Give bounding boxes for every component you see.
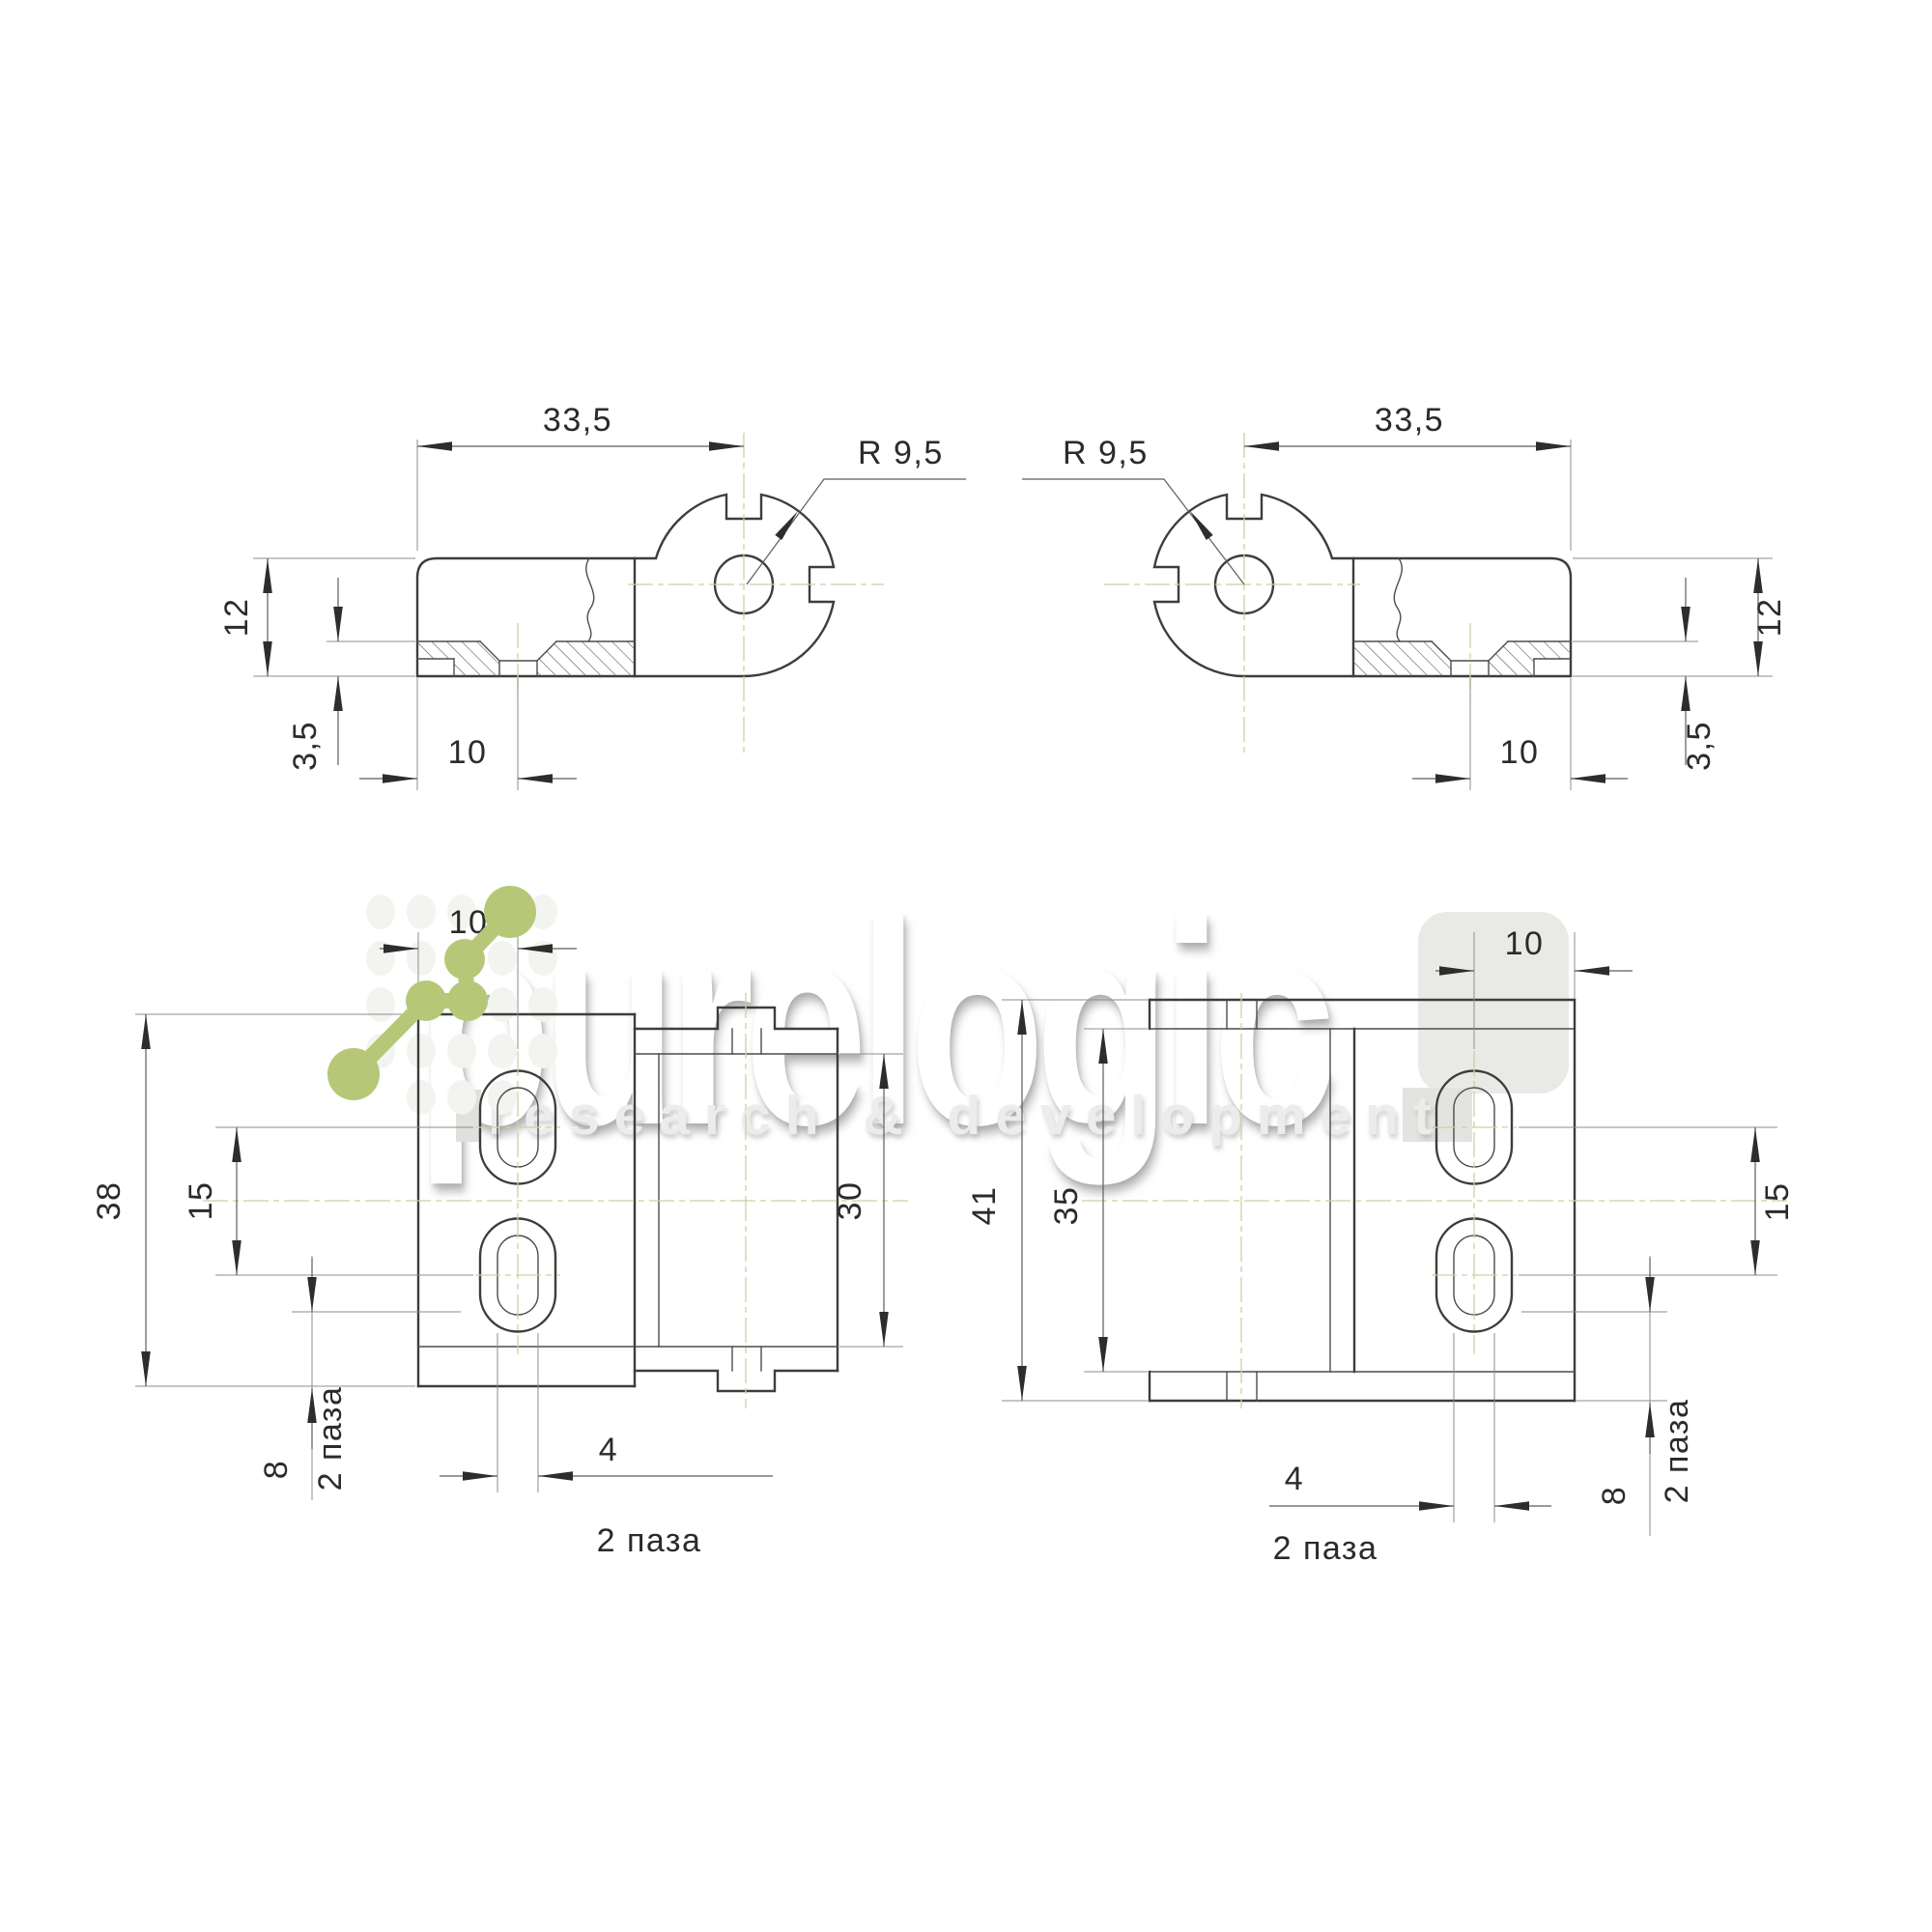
dim-body-width: 33,5 xyxy=(1375,402,1444,439)
dim-slot-pitch: 15 xyxy=(1759,1182,1796,1222)
logo-dot-grid xyxy=(366,895,557,1115)
dim-flange-height: 8 xyxy=(1596,1486,1633,1505)
dim-slot-width: 4 xyxy=(1285,1461,1304,1497)
dim-disc-radius: R 9,5 xyxy=(1063,435,1149,471)
dim-inner-height: 30 xyxy=(832,1181,868,1221)
dim-body-height: 12 xyxy=(218,598,255,638)
dim-counterbore-offset: 10 xyxy=(448,734,488,771)
dim-body-height: 12 xyxy=(1751,598,1788,638)
dim-slot-center-offset: 10 xyxy=(1505,925,1545,962)
dim-outer-height: 38 xyxy=(91,1181,128,1221)
dim-flange-thickness: 3,5 xyxy=(1681,721,1718,771)
dim-counterbore-offset: 10 xyxy=(1500,734,1540,771)
dim-body-width: 33,5 xyxy=(543,402,612,439)
view-bottom-right-front: 10 41 35 15 8 2 паза 4 2 паза xyxy=(966,925,1796,1567)
dim-disc-radius: R 9,5 xyxy=(858,435,944,471)
view-top-right-side: 33,5 12 3,5 10 R 9,5 xyxy=(1022,402,1788,790)
dim-slot-width: 4 xyxy=(599,1432,618,1468)
dim-inner-height: 35 xyxy=(1048,1186,1085,1226)
view-bottom-left-front: 10 38 15 30 8 2 паза 4 2 паза xyxy=(91,904,908,1559)
logo-mark xyxy=(327,886,536,1100)
label-slot-count-bottom: 2 паза xyxy=(597,1522,702,1559)
dim-flange-height: 8 xyxy=(258,1460,295,1479)
label-slot-count-side: 2 паза xyxy=(1659,1399,1695,1504)
dim-slot-pitch: 15 xyxy=(183,1181,219,1221)
dim-outer-height: 41 xyxy=(966,1186,1003,1226)
watermark-logo-block xyxy=(1418,912,1569,1094)
label-slot-count-bottom: 2 паза xyxy=(1273,1530,1378,1567)
watermark-tagline: research & development xyxy=(488,1085,1447,1147)
dim-flange-thickness: 3,5 xyxy=(287,721,324,771)
label-slot-count-side: 2 паза xyxy=(312,1386,349,1492)
view-top-left-side: 33,5 12 3,5 10 R 9,5 xyxy=(218,402,966,790)
watermark-brand: purelogic xyxy=(415,861,1336,1185)
